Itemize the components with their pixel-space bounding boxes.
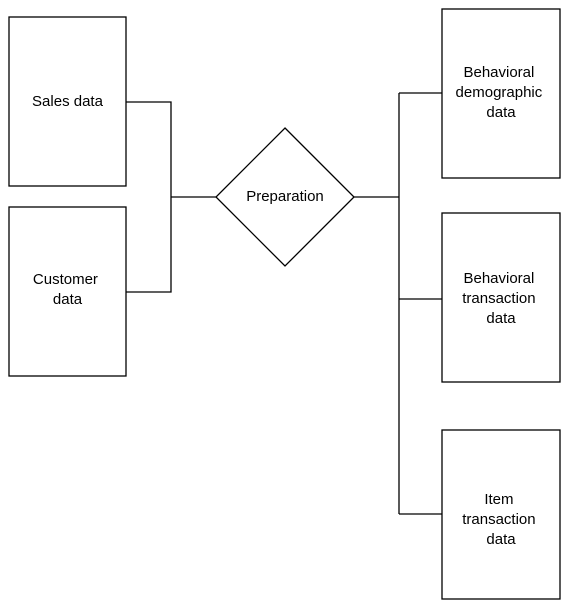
behavioral-transaction-data-label-line: Behavioral [463,270,534,287]
sales-data-label: Sales data [32,93,104,110]
node-preparation: Preparation [215,127,355,267]
behavioral-demographic-data-label-line: data [486,104,516,121]
item-transaction-data-label-line: data [486,531,516,548]
item-transaction-data-label: Item transaction data [462,491,540,548]
node-behavioral-transaction-data: Behavioral transaction data [441,212,561,383]
node-sales-data: Sales data [8,16,127,187]
behavioral-demographic-data-label: Behavioral demographic data [456,64,547,121]
connector-customer-data [126,197,172,293]
item-transaction-data-label-line: Item [484,491,513,508]
customer-data-label-line: data [53,291,83,308]
customer-data-label: Customer data [33,271,102,308]
item-transaction-data-label-line: transaction [462,511,535,528]
node-customer-data: Customer data [8,206,127,377]
preparation-label-line: Preparation [246,188,324,205]
customer-data-box [8,206,127,377]
customer-data-label-line: Customer [33,271,98,288]
sales-data-label-line: Sales data [32,93,104,110]
item-transaction-data-box [441,429,561,600]
node-item-transaction-data: Item transaction data [441,429,561,600]
behavioral-transaction-data-label: Behavioral transaction data [462,270,540,327]
behavioral-demographic-data-label-line: demographic [456,84,543,101]
node-behavioral-demographic-data: Behavioral demographic data [441,8,561,179]
behavioral-transaction-data-label-line: data [486,310,516,327]
preparation-diamond [215,127,355,267]
sales-data-box [8,16,127,187]
behavioral-transaction-data-label-line: transaction [462,290,535,307]
behavioral-demographic-data-label-line: Behavioral [463,64,534,81]
connector-sales-data [126,101,172,197]
preparation-label: Preparation [246,188,324,205]
behavioral-demographic-data-box [441,8,561,179]
behavioral-transaction-data-box [441,212,561,383]
